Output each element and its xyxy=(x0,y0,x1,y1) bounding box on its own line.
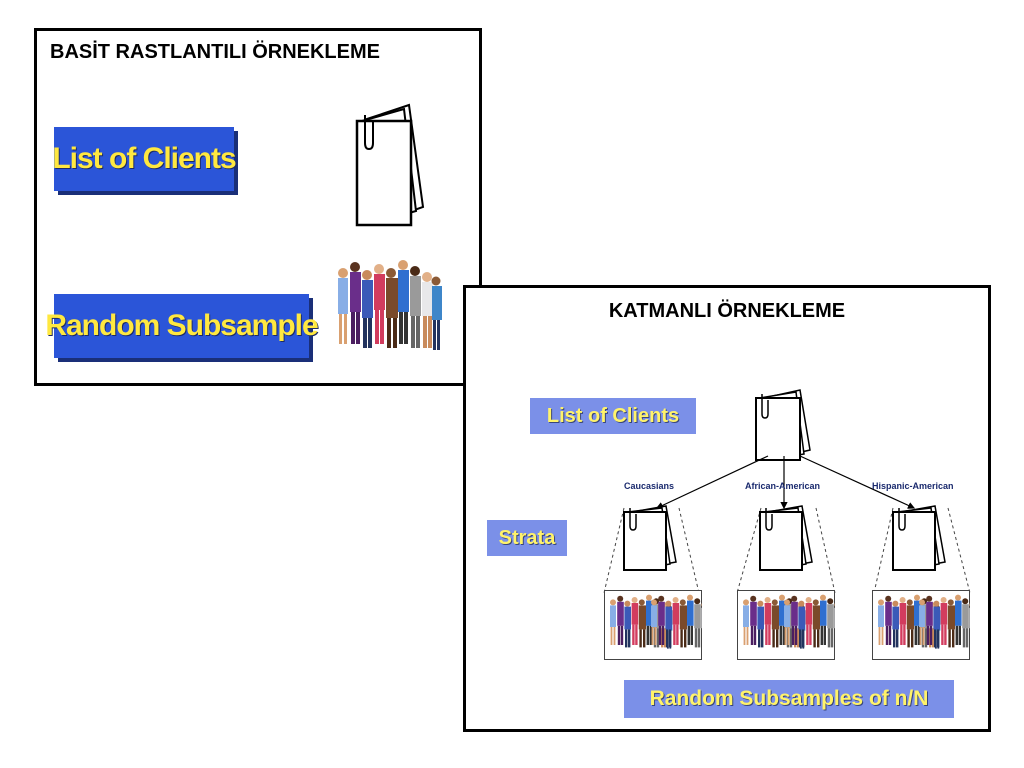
stratum-label-caucasians: Caucasians xyxy=(624,481,675,491)
list-of-clients-label: List of Clients xyxy=(530,398,696,434)
crowd-people-icon xyxy=(604,590,702,660)
random-subsamples-label: Random Subsamples of n/N xyxy=(624,680,954,718)
tree-connectors xyxy=(603,455,971,594)
stratified-sampling-panel: KATMANLI ÖRNEKLEME List of Clients Strat… xyxy=(463,285,991,732)
list-of-clients-label: List of Clients xyxy=(52,127,237,191)
document-stack-icon xyxy=(892,505,946,571)
stratum-label-african-american: African-American xyxy=(745,481,821,491)
document-stack-icon xyxy=(355,103,425,227)
strata-label: Strata xyxy=(487,520,567,556)
crowd-people-icon xyxy=(872,590,970,660)
crowd-people-icon xyxy=(737,590,835,660)
document-stack-icon xyxy=(759,505,813,571)
stratum-label-hispanic-american: Hispanic-American xyxy=(872,481,954,491)
simple-random-sampling-panel: BASİT RASTLANTILI ÖRNEKLEME List of Clie… xyxy=(34,28,482,386)
crowd-people-icon xyxy=(338,260,442,350)
document-stack-icon xyxy=(623,505,677,571)
random-subsample-label: Random Subsample xyxy=(45,294,319,358)
stratified-panel-title: KATMANLI ÖRNEKLEME xyxy=(608,300,846,322)
document-stack-icon xyxy=(755,389,811,461)
simple-panel-title: BASİT RASTLANTILI ÖRNEKLEME xyxy=(50,41,380,63)
